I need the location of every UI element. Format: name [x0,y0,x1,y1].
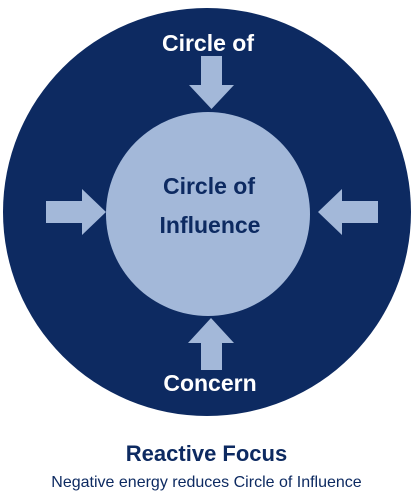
arrow-down-icon [189,56,234,109]
circle-of-influence-diagram: Circle of Concern Circle of Influence [3,8,411,416]
circle-of-influence [106,112,310,316]
arrow-right-icon [46,189,106,235]
circle-of-influence-label-line1: Circle of [163,173,255,199]
arrow-up-icon [188,318,234,370]
circle-of-concern-label-top: Circle of [162,30,254,56]
caption-subtitle: Negative energy reduces Circle of Influe… [51,474,362,491]
arrow-left-icon [318,189,378,235]
circle-of-influence-label-line2: Influence [160,212,261,238]
caption-title: Reactive Focus [125,441,288,466]
circle-of-concern-label-bottom: Concern [163,370,256,396]
